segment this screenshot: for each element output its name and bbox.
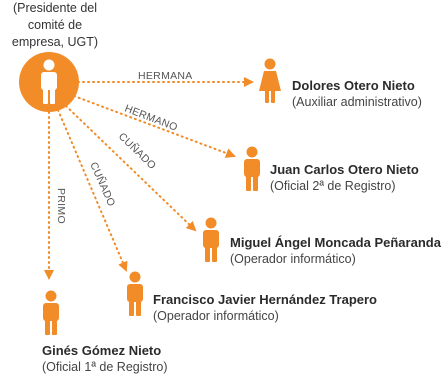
connector-primo: PRIMO [44,111,67,280]
person-dolores: Dolores Otero Nieto (Auxiliar administra… [292,77,422,111]
person-role: (Oficial 2ª de Registro) [270,179,396,193]
person-name: Dolores Otero Nieto [292,78,415,93]
relation-label-primo: PRIMO [55,188,67,224]
male-person-icon [203,217,219,262]
person-name: Francisco Javier Hernández Trapero [153,292,377,307]
person-role: (Oficial 1ª de Registro) [42,360,168,374]
person-role: (Operador informático) [230,252,356,266]
male-person-icon [244,146,260,191]
person-name: Juan Carlos Otero Nieto [270,162,419,177]
person-name: Miguel Ángel Moncada Peñaranda [230,235,441,250]
center-node [19,52,79,112]
person-francisco-javier: Francisco Javier Hernández Trapero (Oper… [153,291,377,325]
person-gines: Ginés Gómez Nieto (Oficial 1ª de Registr… [42,342,168,376]
female-person-icon [259,58,281,103]
connector-hermana: HERMANA [77,70,254,87]
person-juan-carlos: Juan Carlos Otero Nieto (Oficial 2ª de R… [270,161,419,195]
relation-label-cunado-1: CUÑADO [116,130,159,172]
relation-label-cunado-2: CUÑADO [87,160,118,209]
connector-hermano: HERMANO [73,95,236,158]
male-person-icon [43,290,59,335]
person-role: (Operador informático) [153,309,279,323]
connector-cunado-2: CUÑADO [57,109,128,272]
person-role: (Auxiliar administrativo) [292,95,422,109]
relation-label-hermana: HERMANA [138,70,193,82]
person-miguel-angel: Miguel Ángel Moncada Peñaranda (Operador… [230,234,441,268]
male-person-icon [127,271,143,316]
center-caption-line: comité de [27,18,83,32]
center-caption: (Presidente del comité de empresa, UGT) [0,0,110,51]
person-name: Ginés Gómez Nieto [42,343,162,358]
center-caption-line: (Presidente del [12,1,98,15]
center-caption-line: empresa, UGT) [11,35,99,49]
